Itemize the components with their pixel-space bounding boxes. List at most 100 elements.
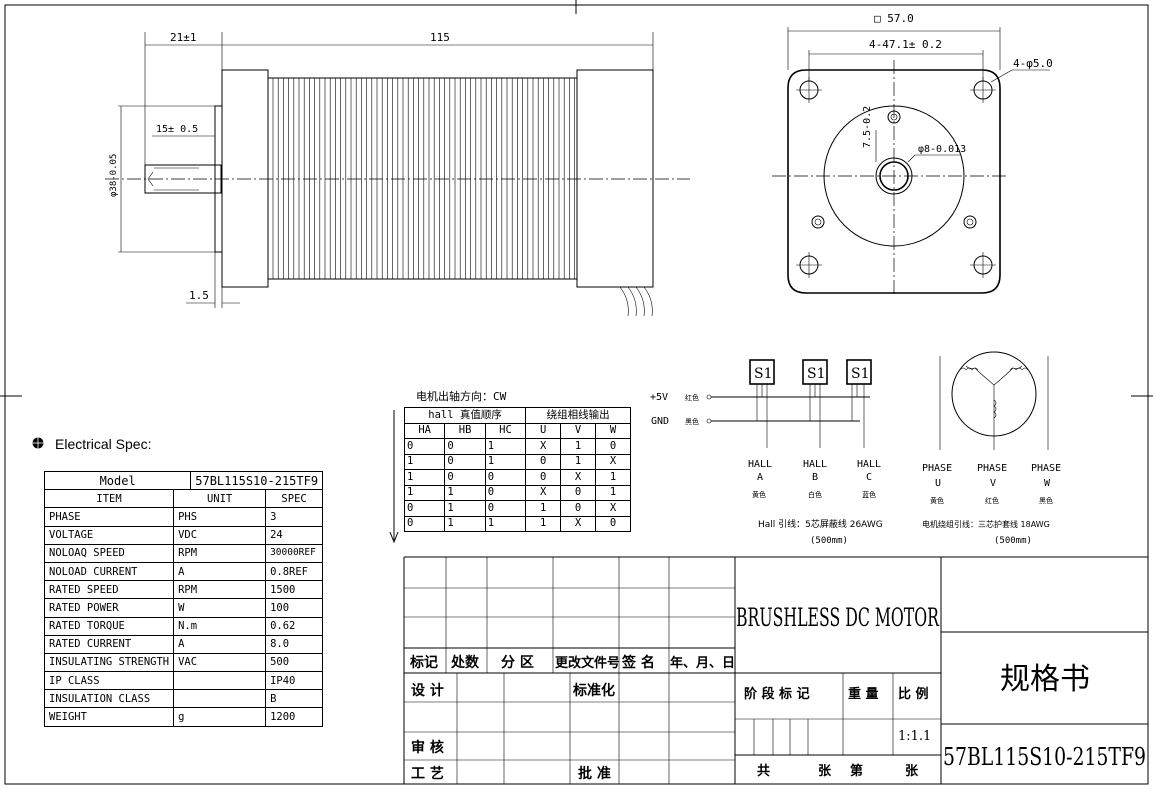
spec-cell: 30000REF [265,543,324,563]
spec-cell: 24 [265,525,324,545]
dim-key-length: 15± 0.5 [156,124,198,135]
dim-shaft-length: 21±1 [170,31,197,44]
column-v: V [560,422,597,439]
hall-sensor-b: S1 [807,366,826,382]
cell: 0 [560,500,597,517]
unit-cell: VAC [173,652,267,673]
cell: X [525,484,562,501]
dim-flange-square: □ 57.0 [874,12,914,25]
cell: X [525,438,562,455]
cell: 0 [444,438,486,455]
vcc-wire-color: 红色 [685,393,699,402]
hall-b-channel: B [812,472,818,483]
hall-a-name: HALL [748,459,772,470]
approve-label: 批 准 [578,765,611,782]
group-header-row: hall 真值顺序 绕组相线输出 [403,407,631,424]
hall-c-name: HALL [857,459,881,470]
hall-lead-length: (500mm) [810,536,848,546]
vcc-label: +5V [650,392,668,403]
cell: 1 [403,453,446,470]
phase-w-name: PHASE [1031,463,1061,474]
column-header-row: HA HB HC U V W [403,422,631,439]
spec-cell: 500 [265,652,324,673]
cell: 1 [484,515,527,532]
dim-pilot-diameter: φ38-0.05 [109,154,119,197]
phase-group-header: 绕组相线输出 [525,407,631,424]
drawing-title: BRUSHLESS DC MOTOR [736,603,940,632]
electrical-spec-heading: Electrical Spec: [55,436,152,452]
dim-shaft-flat: 7.5-0.2 [862,106,873,148]
cell: 1 [484,453,527,470]
column-spec: SPEC [265,489,324,509]
cell: 1 [444,484,486,501]
cell: X [595,453,631,470]
cell: X [560,515,597,532]
unit-cell: RPM [173,580,267,600]
unit-cell: PHS [173,507,267,527]
item-cell: RATED POWER [43,598,175,618]
spec-cell: 0.8REF [265,561,324,582]
column-w: W [595,422,631,439]
cell: 0 [525,453,562,470]
unit-cell: g [173,707,267,727]
dim-flange-thickness: 1.5 [189,289,209,302]
spec-cell: 1200 [265,707,324,727]
spec-cell: B [265,689,324,709]
cell: 0 [403,438,446,455]
cell: X [595,500,631,517]
unit-cell: RPM [173,543,267,563]
motor-side-view: 21±1 115 15± 0.5 φ38-0.05 1.5 [105,31,690,317]
hall-group-header: hall 真值顺序 [403,407,527,424]
column-hc: HC [484,422,527,439]
item-cell: RATED TORQUE [43,616,175,636]
model-row: Model 57BL115S10-215TF9 [43,470,324,491]
item-cell: PHASE [43,507,175,527]
cell: 0 [595,438,631,455]
dim-shaft-diameter: φ8-0.013 [918,144,966,155]
column-item: ITEM [43,489,175,509]
document-type: 规格书 [1000,662,1090,697]
review-label: 审 核 [411,739,444,756]
hall-b-color: 白色 [808,490,822,499]
cell: 0 [444,469,486,486]
cell: 1 [403,469,446,486]
cell: 0 [484,484,527,501]
cell: 1 [595,484,631,501]
hall-sensor-a: S1 [754,366,773,382]
phase-v-channel: V [990,478,996,489]
cell: X [560,469,597,486]
cell: 0 [484,469,527,486]
scale-header: 比 例 [898,686,929,702]
cell: 1 [595,469,631,486]
cell: 0 [525,469,562,486]
phase-w-channel: W [1044,478,1051,489]
item-cell: WEIGHT [43,707,175,727]
stage-mark-header: 阶 段 标 记 [744,686,810,702]
phase-u-channel: U [935,478,941,489]
hall-c-channel: C [866,472,872,483]
hall-sensor-c: S1 [851,366,870,382]
unit-cell [173,689,267,709]
table-row: INSULATION CLASS B [43,689,324,709]
rev-count-header: 处数 [450,654,480,671]
unit-cell: W [173,598,267,618]
model-value: 57BL115S10-215TF9 [190,470,324,491]
rev-doc-header: 更改文件号 [555,655,620,671]
design-label: 设 计 [411,682,444,699]
rev-date-header: 年、月、日 [670,655,735,671]
column-header-row: ITEM UNIT SPEC [43,489,324,509]
item-cell: INSULATION CLASS [43,689,175,709]
gnd-wire-color: 黑色 [685,417,699,426]
column-hb: HB [444,422,486,439]
part-number: 57BL115S10-215TF9 [943,743,1146,771]
cell: 1 [525,500,562,517]
item-cell: VOLTAGE [43,525,175,545]
motor-front-view: □ 57.0 4-47.1± 0.2 4-φ5.0 7.5-0.2 φ8-0.0… [772,12,1053,295]
